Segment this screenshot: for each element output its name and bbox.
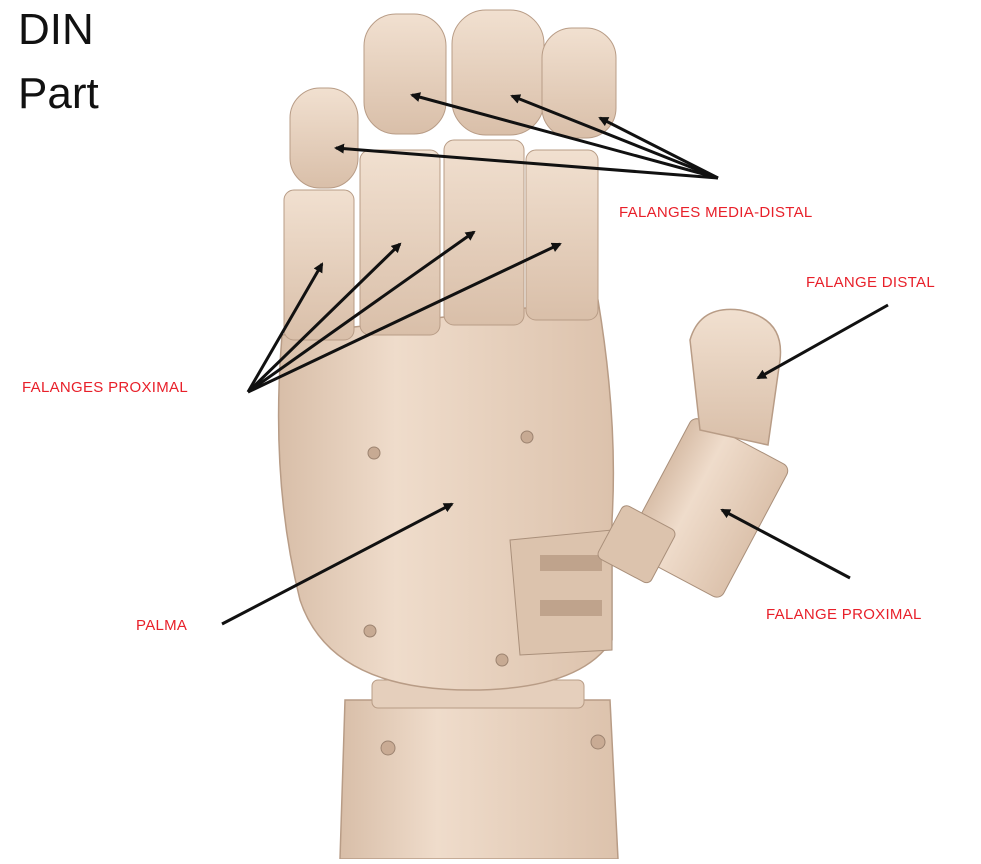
title-line-2: Part xyxy=(18,72,99,116)
label-falange-distal: FALANGE DISTAL xyxy=(806,274,935,291)
thumb xyxy=(596,309,791,617)
title-line-1: DIN xyxy=(18,8,94,52)
label-palma: PALMA xyxy=(136,617,187,634)
forearm xyxy=(340,680,618,859)
label-falanges-media-distal: FALANGES MEDIA-DISTAL xyxy=(619,204,813,221)
label-falange-proximal: FALANGE PROXIMAL xyxy=(766,606,922,623)
palm xyxy=(279,300,614,690)
label-falanges-proximal: FALANGES PROXIMAL xyxy=(22,379,188,396)
